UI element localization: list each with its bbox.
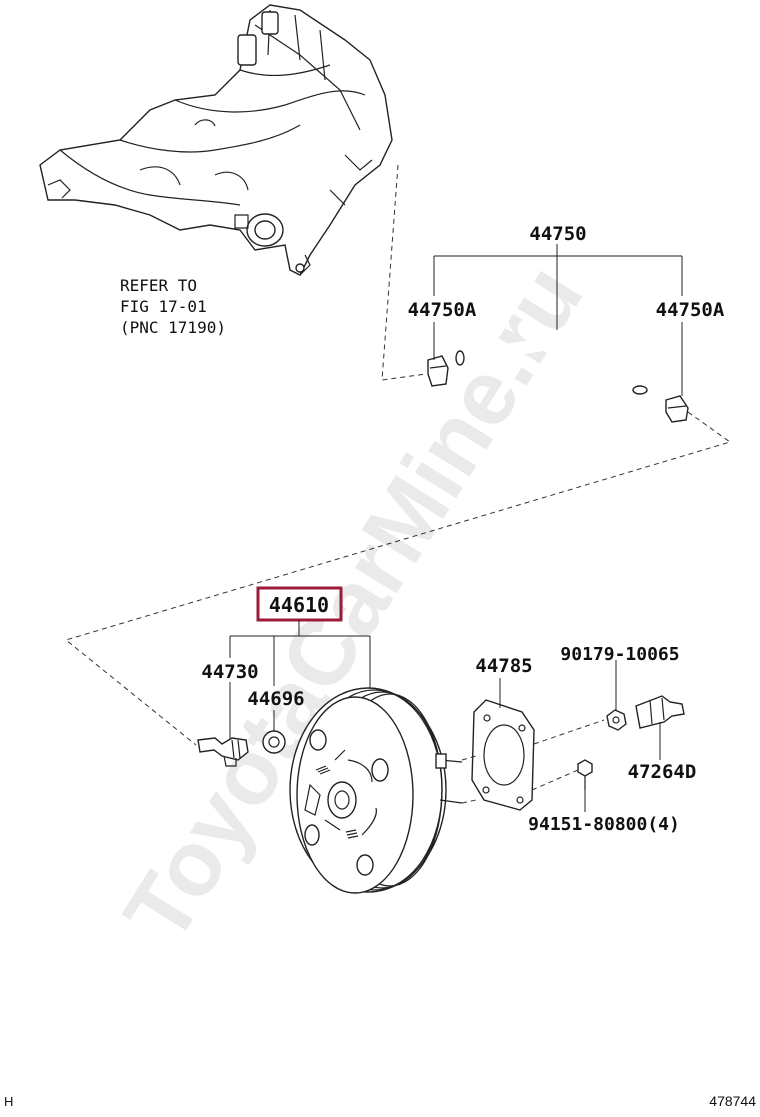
label-90179-10065: 90179-10065 (560, 644, 679, 665)
nut-illustration (606, 709, 627, 731)
dashed-link-rear-parts (461, 719, 605, 804)
dashed-link-manifold (381, 164, 427, 381)
hose-clamp-right (665, 395, 689, 423)
hose-clamp-left (427, 355, 449, 387)
label-44730: 44730 (201, 661, 258, 683)
label-44785: 44785 (475, 655, 532, 677)
label-44750: 44750 (529, 223, 586, 245)
label-44696: 44696 (247, 688, 304, 710)
check-valve-illustration (197, 737, 249, 767)
ref-line-2: FIG 17-01 (120, 297, 207, 316)
gasket-illustration (471, 699, 535, 811)
ref-line-1: REFER TO (120, 276, 197, 295)
diagram-number: 478744 (709, 1093, 756, 1109)
label-44750a-right: 44750A (656, 299, 725, 321)
intake-manifold-illustration (39, 4, 393, 276)
clevis-illustration (635, 695, 685, 729)
label-47264d: 47264D (628, 761, 697, 783)
vacuum-hose-assembly (455, 306, 648, 396)
label-44610: 44610 (269, 593, 329, 617)
reference-note: REFER TO FIG 17-01 (PNC 17190) (120, 276, 226, 337)
footer-left-code: H (4, 1094, 13, 1109)
ref-line-3: (PNC 17190) (120, 318, 226, 337)
label-94151-80800: 94151-80800(4) (528, 814, 680, 835)
brake-booster-illustration (289, 687, 463, 894)
dashed-link-booster (64, 411, 732, 746)
grommet-illustration (262, 730, 286, 754)
bolt-illustration (577, 759, 593, 790)
label-44750a-left: 44750A (408, 299, 477, 321)
